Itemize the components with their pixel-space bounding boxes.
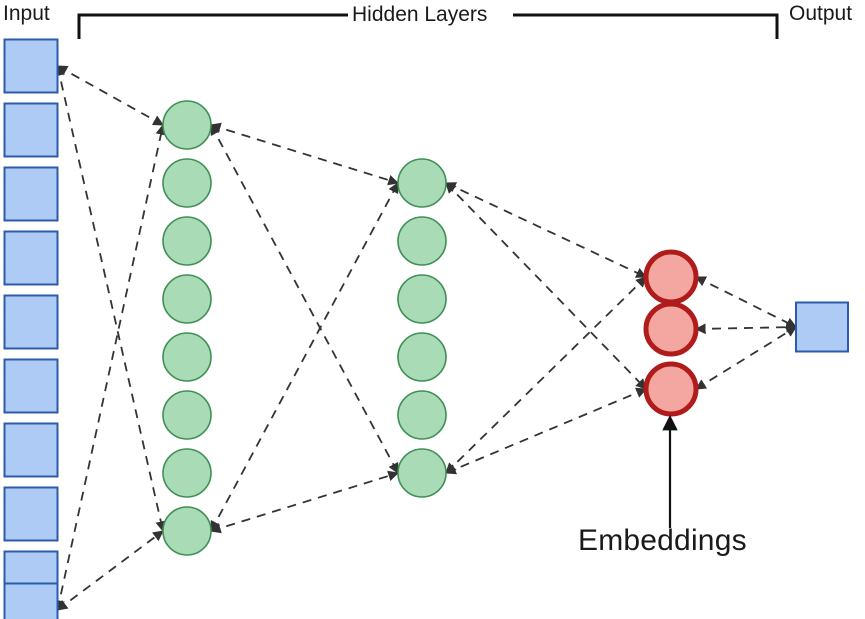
hidden-layer-2-node <box>397 448 447 498</box>
connection-line <box>56 65 164 126</box>
connection-line <box>445 182 647 390</box>
input-layer-node <box>3 230 59 286</box>
output-layer-node <box>795 301 849 353</box>
connection-line <box>445 387 647 475</box>
embedding-layer-node <box>643 301 699 357</box>
hidden-layer-1-node <box>162 274 212 324</box>
layer-nodes <box>3 38 849 619</box>
connection-line <box>210 182 399 532</box>
hidden-layer-1-node <box>162 216 212 266</box>
hidden-layer-1-node <box>162 448 212 498</box>
hidden-layers-label: Hidden Layers <box>352 3 488 26</box>
hidden-layer-2-node <box>397 390 447 440</box>
hidden-layer-1-node <box>162 100 212 150</box>
hidden-layer-2-node <box>397 274 447 324</box>
connection-line <box>210 124 399 474</box>
input-layer-node <box>3 358 59 414</box>
input-layer-node <box>3 422 59 478</box>
connection-line <box>54 64 167 533</box>
connection-line <box>694 321 798 335</box>
connection-line <box>209 470 400 534</box>
input-layer-node <box>3 38 59 94</box>
hidden-layer-2-node <box>397 332 447 382</box>
connection-line <box>445 276 647 474</box>
connection-line <box>56 530 164 611</box>
embeddings-annotation-label: Embeddings <box>578 524 747 557</box>
connection-line <box>695 326 797 390</box>
hidden-layer-1-node <box>162 332 212 382</box>
input-layer-node <box>3 102 59 158</box>
input-layer-node <box>3 294 59 350</box>
hidden-layers-bracket <box>77 13 779 39</box>
hidden-layer-1-node <box>162 506 212 556</box>
input-layer-label: Input <box>3 2 50 25</box>
hidden-layer-2-node <box>397 216 447 266</box>
hidden-layer-1-node <box>162 390 212 440</box>
input-layer-node <box>3 582 59 619</box>
input-layer-node <box>3 486 59 542</box>
connection-line <box>209 122 400 186</box>
input-layer-node <box>3 166 59 222</box>
hidden-layer-2-node <box>397 158 447 208</box>
connection-line <box>54 123 167 612</box>
embedding-layer-node <box>643 361 699 417</box>
connection-line <box>695 276 797 328</box>
embedding-layer-node <box>643 249 699 305</box>
output-layer-label: Output <box>789 2 853 25</box>
connection-lines <box>54 64 798 612</box>
connection-line <box>445 182 647 278</box>
hidden-layer-1-node <box>162 158 212 208</box>
